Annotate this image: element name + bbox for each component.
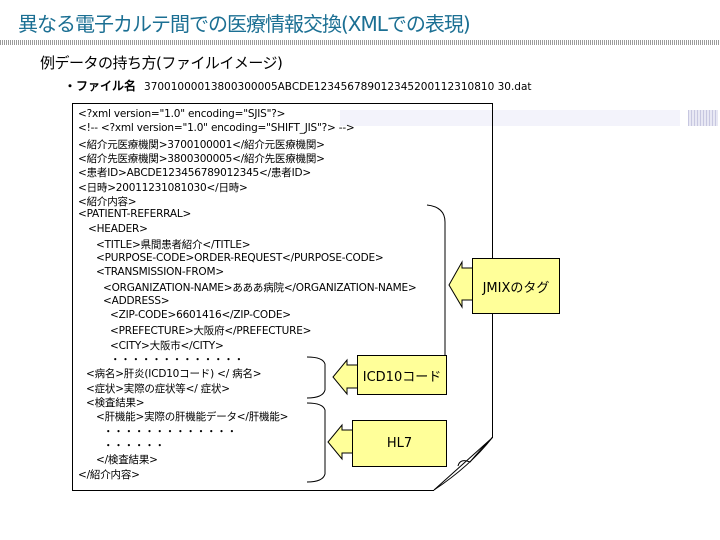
file-name-line: ・ファイル名 37001000013800300005ABCDE123456789…	[64, 77, 532, 94]
hl7-arrow-icon	[327, 423, 352, 461]
file-name-value: 37001000013800300005ABCDE123456789012345…	[144, 81, 532, 93]
icd10-callout: ICD10コード	[357, 355, 447, 395]
xml-line: <!-- <?xml version="1.0" encoding="SHIFT…	[78, 122, 355, 135]
hl7-bracket	[306, 402, 326, 483]
xml-line: <PREFECTURE>大阪府</PREFECTURE>	[110, 325, 312, 338]
slide-title: 異なる電子カルテ間での医療情報交換(XMLでの表現)	[18, 12, 471, 36]
xml-line: ・・・・・・	[103, 440, 165, 453]
xml-line: <紹介先医療機関>3800300005</紹介先医療機関>	[78, 153, 325, 166]
xml-line: <紹介元医療機関>3700100001</紹介元医療機関>	[78, 138, 325, 151]
hl7-callout: HL7	[352, 420, 447, 467]
icd10-bracket	[306, 356, 326, 399]
xml-line: </検査結果>	[96, 454, 158, 467]
xml-line: <?xml version="1.0" encoding="SJIS"?>	[78, 108, 286, 120]
xml-line: </紹介内容>	[78, 468, 140, 481]
xml-line: <症状>実際の症状等</ 症状>	[86, 382, 230, 395]
jmix-callout: JMIXのタグ	[472, 258, 560, 314]
render-artifact	[340, 110, 680, 126]
xml-line: <日時>20011231081030</日時>	[78, 181, 248, 194]
xml-line: <患者ID>ABCDE123456789012345</患者ID>	[78, 167, 311, 180]
xml-line: <ZIP-CODE>6601416</ZIP-CODE>	[110, 308, 291, 321]
xml-line: <CITY>大阪市</CITY>	[110, 339, 224, 352]
title-separator	[0, 40, 720, 45]
xml-line: <HEADER>	[88, 222, 148, 235]
xml-line: <病名>肝炎(ICD10コード) </ 病名>	[86, 368, 262, 381]
document-bottom-edge	[72, 490, 434, 491]
xml-line: <PATIENT-REFERRAL>	[78, 208, 192, 221]
xml-line: <検査結果>	[86, 397, 145, 409]
file-name-label: ・ファイル名	[64, 79, 137, 93]
jmix-arrow-icon	[448, 260, 472, 309]
xml-line: <ORGANIZATION-NAME>あああ病院</ORGANIZATION-N…	[103, 282, 417, 295]
section-subtitle: 例データの持ち方(ファイルイメージ)	[40, 54, 283, 72]
xml-line: <TRANSMISSION-FROM>	[96, 265, 224, 278]
xml-line: <肝機能>実際の肝機能データ</肝機能>	[96, 411, 289, 424]
xml-line: <ADDRESS>	[103, 294, 170, 307]
folded-corner-icon	[433, 437, 493, 491]
xml-line: ・・・・・・・・・・・・・	[110, 353, 244, 366]
xml-line: <TITLE>県間患者紹介</TITLE>	[96, 239, 251, 252]
xml-line: ・・・・・・・・・・・・・	[103, 425, 237, 438]
render-artifact-dots	[688, 110, 718, 126]
icd10-arrow-icon	[332, 358, 357, 396]
xml-line: <紹介内容>	[78, 196, 137, 209]
xml-line: <PURPOSE-CODE>ORDER-REQUEST</PURPOSE-COD…	[96, 251, 384, 264]
xml-document-frame	[72, 103, 493, 491]
jmix-bracket	[426, 204, 446, 371]
